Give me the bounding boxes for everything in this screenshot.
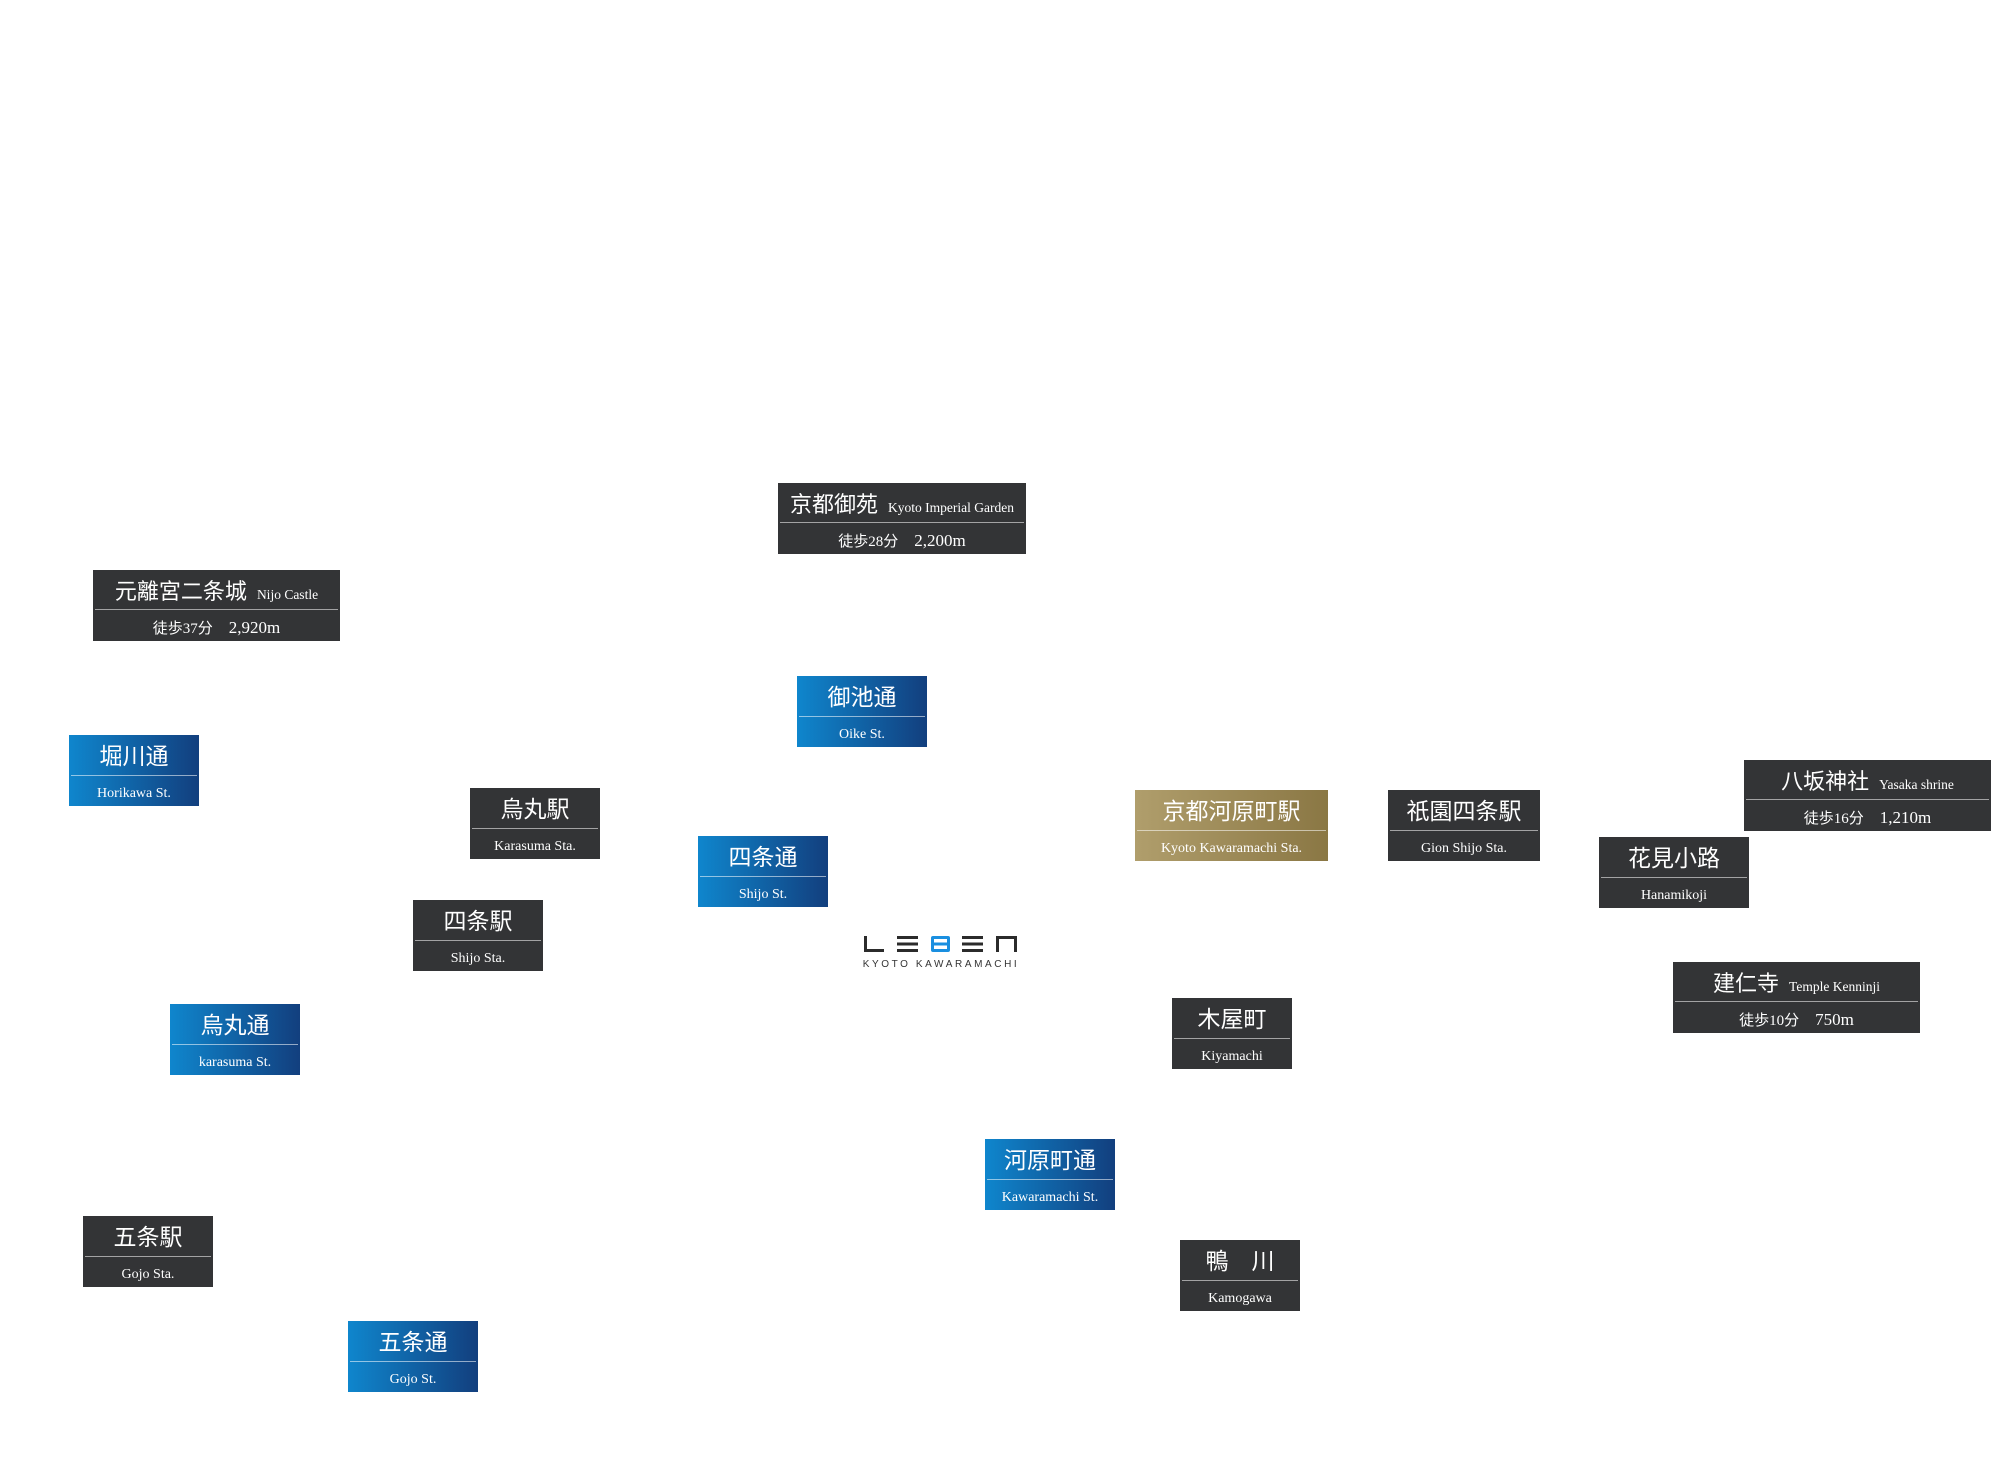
poi-yasaka-shrine[interactable]: 八坂神社 Yasaka shrine 徒歩16分 1,210m <box>1744 760 1991 831</box>
street-name-jp: 四条通 <box>728 845 798 870</box>
poi-nijo-castle[interactable]: 元離宮二条城 Nijo Castle 徒歩37分 2,920m <box>93 570 340 641</box>
leben-wordmark <box>864 936 1017 952</box>
place-name-en: Hanamikoji <box>1640 888 1708 903</box>
walk-distance: 1,210m <box>1879 808 1932 827</box>
poi-name-row: 元離宮二条城 Nijo Castle <box>93 570 340 603</box>
walk-time: 徒歩16分 <box>1803 811 1864 827</box>
poi-name-jp: 八坂神社 <box>1781 769 1870 794</box>
poi-name-jp: 元離宮二条城 <box>114 579 247 604</box>
poi-name-en: Yasaka shrine <box>1879 777 1954 792</box>
walk-distance: 2,920m <box>228 618 281 637</box>
poi-walk-row: 徒歩37分 2,920m <box>93 603 340 637</box>
street-name-en: Kawaramachi St. <box>1001 1190 1099 1205</box>
street-name-en: Oike St. <box>839 727 885 742</box>
station-name-jp: 烏丸駅 <box>500 797 570 822</box>
place-name-en: Kiyamachi <box>1201 1049 1263 1064</box>
station-name-en: Shijo Sta. <box>450 951 506 966</box>
poi-walk-row: 徒歩16分 1,210m <box>1744 793 1991 827</box>
place-kamogawa[interactable]: 鴨 川 Kamogawa <box>1180 1240 1300 1311</box>
place-name-jp: 鴨 川 <box>1205 1249 1275 1274</box>
street-karasuma[interactable]: 烏丸通 karasuma St. <box>170 1004 300 1075</box>
street-name-en: Shijo St. <box>738 887 788 902</box>
walk-time: 徒歩37分 <box>152 621 213 637</box>
poi-name-row: 八坂神社 Yasaka shrine <box>1744 760 1991 793</box>
station-name-en: Karasuma Sta. <box>494 839 576 854</box>
street-oike[interactable]: 御池通 Oike St. <box>797 676 927 747</box>
poi-kyoto-imperial-garden[interactable]: 京都御苑 Kyoto Imperial Garden 徒歩28分 2,200m <box>778 483 1026 554</box>
station-karasuma[interactable]: 烏丸駅 Karasuma Sta. <box>470 788 600 859</box>
station-kyoto-kawaramachi[interactable]: 京都河原町駅 Kyoto Kawaramachi Sta. <box>1135 790 1328 861</box>
poi-name-en: Kyoto Imperial Garden <box>888 500 1014 515</box>
poi-walk-row: 徒歩28分 2,200m <box>778 516 1026 550</box>
street-name-jp: 烏丸通 <box>200 1013 270 1038</box>
poi-name-jp: 建仁寺 <box>1713 971 1780 996</box>
station-name-en: Kyoto Kawaramachi Sta. <box>1160 841 1303 856</box>
street-name-jp: 五条通 <box>378 1330 448 1355</box>
street-name-en: Gojo St. <box>389 1372 437 1387</box>
street-name-en: karasuma St. <box>198 1055 272 1070</box>
street-name-jp: 堀川通 <box>99 744 169 769</box>
place-name-jp: 木屋町 <box>1197 1007 1267 1032</box>
street-name-en: Horikawa St. <box>97 786 171 801</box>
walk-time: 徒歩10分 <box>1739 1013 1800 1029</box>
poi-name-jp: 京都御苑 <box>790 492 879 517</box>
street-shijo[interactable]: 四条通 Shijo St. <box>698 836 828 907</box>
street-gojo[interactable]: 五条通 Gojo St. <box>348 1321 478 1392</box>
station-name-jp: 祇園四条駅 <box>1406 799 1522 824</box>
leben-logo: KYOTO KAWARAMACHI <box>860 935 1020 971</box>
poi-temple-kenninji[interactable]: 建仁寺 Temple Kenninji 徒歩10分 750m <box>1673 962 1920 1033</box>
station-gion-shijo[interactable]: 祇園四条駅 Gion Shijo Sta. <box>1388 790 1540 861</box>
place-name-en: Kamogawa <box>1208 1291 1272 1306</box>
place-kiyamachi[interactable]: 木屋町 Kiyamachi <box>1172 998 1292 1069</box>
station-shijo[interactable]: 四条駅 Shijo Sta. <box>413 900 543 971</box>
poi-walk-row: 徒歩10分 750m <box>1673 995 1920 1029</box>
walk-distance: 750m <box>1815 1010 1854 1029</box>
station-name-en: Gion Shijo Sta. <box>1421 841 1507 856</box>
poi-name-row: 京都御苑 Kyoto Imperial Garden <box>778 483 1026 516</box>
logo-subtitle: KYOTO KAWARAMACHI <box>862 959 1020 970</box>
poi-name-row: 建仁寺 Temple Kenninji <box>1673 962 1920 995</box>
street-name-jp: 河原町通 <box>1004 1148 1096 1173</box>
station-name-jp: 四条駅 <box>443 909 513 934</box>
station-name-en: Gojo Sta. <box>121 1267 175 1282</box>
street-kawaramachi[interactable]: 河原町通 Kawaramachi St. <box>985 1139 1115 1210</box>
street-name-jp: 御池通 <box>827 685 897 710</box>
poi-name-en: Nijo Castle <box>256 587 319 602</box>
place-hanamikoji[interactable]: 花見小路 Hanamikoji <box>1599 837 1749 908</box>
street-horikawa[interactable]: 堀川通 Horikawa St. <box>69 735 199 806</box>
walk-time: 徒歩28分 <box>838 534 899 550</box>
poi-name-en: Temple Kenninji <box>1789 979 1880 994</box>
station-name-jp: 五条駅 <box>113 1225 183 1250</box>
station-name-jp: 京都河原町駅 <box>1162 799 1301 824</box>
station-gojo[interactable]: 五条駅 Gojo Sta. <box>83 1216 213 1287</box>
walk-distance: 2,200m <box>914 531 966 550</box>
place-name-jp: 花見小路 <box>1628 846 1720 871</box>
